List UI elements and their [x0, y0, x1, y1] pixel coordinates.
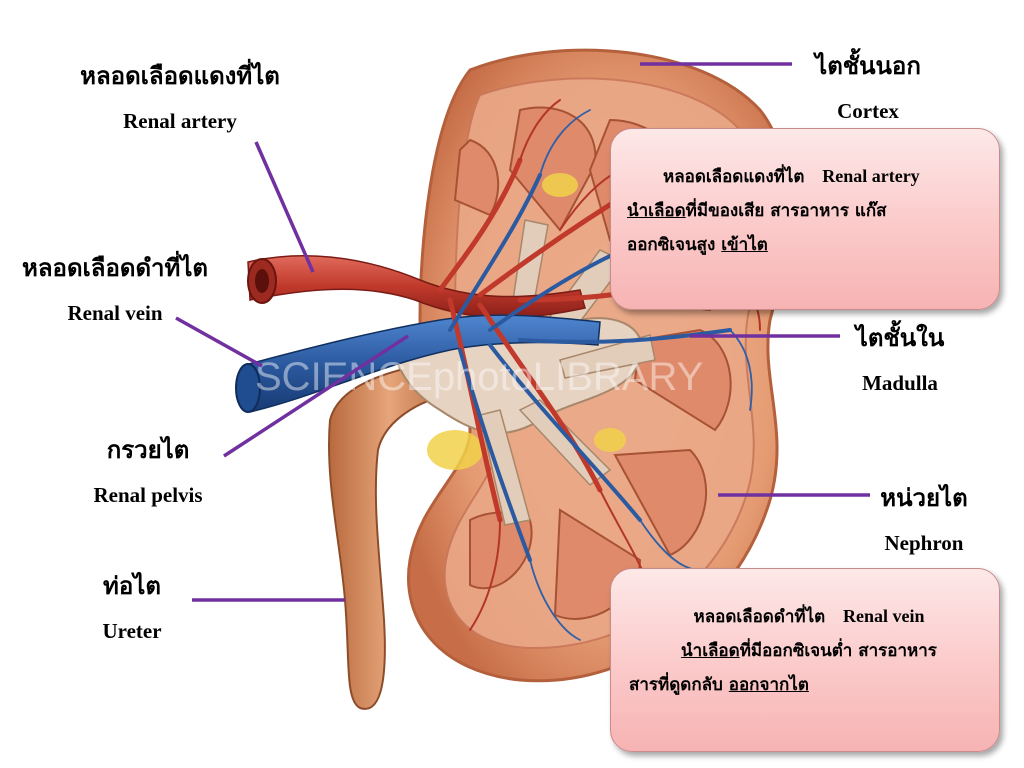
renal-artery-thai-label: หลอดเลือดแดงที่ไต: [80, 61, 280, 90]
artery-callout-title-thai: หลอดเลือดแดงที่ไต: [663, 167, 805, 187]
renal-pelvis-english-label: Renal pelvis: [93, 483, 203, 507]
vein-callout-title-english: Renal vein: [842, 606, 925, 626]
medulla-label-group: ไตชั้นใน Madulla: [838, 318, 962, 396]
vein-callout-underlined-direction: ออกจากไต: [728, 675, 809, 695]
nephron-thai-label: หน่วยไต: [880, 483, 968, 512]
artery-callout-line-1: หลอดเลือดแดงที่ไต Renal artery: [627, 159, 989, 194]
renal-artery-label-group: หลอดเลือดแดงที่ไต Renal artery: [60, 56, 300, 134]
medulla-english-label: Madulla: [862, 371, 938, 395]
vein-callout-line-3-text: สารที่ดูดกลับ: [629, 675, 729, 695]
vein-callout-line-2-text: ที่มีออกซิเจนต่ำ สารอาหาร: [739, 641, 937, 661]
artery-callout-line-3-text: ออกซิเจนสูง: [627, 235, 722, 255]
artery-callout-line-2: นำเลือดที่มีของเสีย สารอาหาร แก๊ส: [627, 194, 989, 228]
renal-vein-vessel: [244, 314, 601, 413]
ureter-english-label: Ureter: [102, 619, 162, 643]
artery-callout-line-2-text: ที่มีของเสีย สารอาหาร แก๊ส: [685, 201, 887, 221]
leader-renal-pelvis: [223, 334, 409, 458]
cortex-english-label: Cortex: [837, 99, 899, 123]
artery-callout-title-english: Renal artery: [822, 166, 920, 186]
artery-callout-underlined-direction: เข้าไต: [721, 235, 768, 255]
renal-vein-thai-label: หลอดเลือดดำที่ไต: [22, 253, 208, 282]
nephron-label-group: หน่วยไต Nephron: [862, 478, 986, 556]
cortex-label-group: ไตชั้นนอก Cortex: [796, 46, 940, 124]
leader-renal-vein: [175, 316, 263, 368]
leader-lines: [175, 62, 870, 602]
renal-pelvis-thai-label: กรวยไต: [106, 435, 190, 464]
cortex-thai-label: ไตชั้นนอก: [815, 51, 921, 80]
renal-vein-callout: หลอดเลือดดำที่ไต Renal vein นำเลือดที่มี…: [610, 568, 1000, 752]
renal-artery-callout: หลอดเลือดแดงที่ไต Renal artery นำเลือดที…: [610, 128, 1000, 310]
renal-artery-vessel: [247, 255, 586, 319]
renal-vein-english-label: Renal vein: [67, 301, 163, 325]
nephron-english-label: Nephron: [884, 531, 964, 555]
renal-pelvis-label-group: กรวยไต Renal pelvis: [40, 430, 256, 508]
vein-callout-line-2: นำเลือดที่มีออกซิเจนต่ำ สารอาหาร: [629, 634, 989, 668]
renal-vein-label-group: หลอดเลือดดำที่ไต Renal vein: [2, 248, 228, 326]
watermark: SCIENCEphotoLIBRARY: [255, 355, 703, 399]
renal-artery-english-label: Renal artery: [123, 109, 237, 133]
medulla-thai-label: ไตชั้นใน: [855, 323, 945, 352]
vein-callout-line-3: สารที่ดูดกลับ ออกจากไต: [629, 668, 989, 702]
vein-callout-line-1: หลอดเลือดดำที่ไต Renal vein: [629, 599, 989, 634]
artery-callout-line-3: ออกซิเจนสูง เข้าไต: [627, 228, 989, 262]
ureter-label-group: ท่อไต Ureter: [70, 566, 194, 644]
vein-callout-underlined-verb: นำเลือด: [681, 641, 740, 661]
vein-callout-title-thai: หลอดเลือดดำที่ไต: [693, 607, 826, 627]
artery-callout-underlined-verb: นำเลือด: [627, 201, 686, 221]
leader-renal-artery: [254, 141, 315, 273]
ureter-thai-label: ท่อไต: [103, 571, 161, 600]
